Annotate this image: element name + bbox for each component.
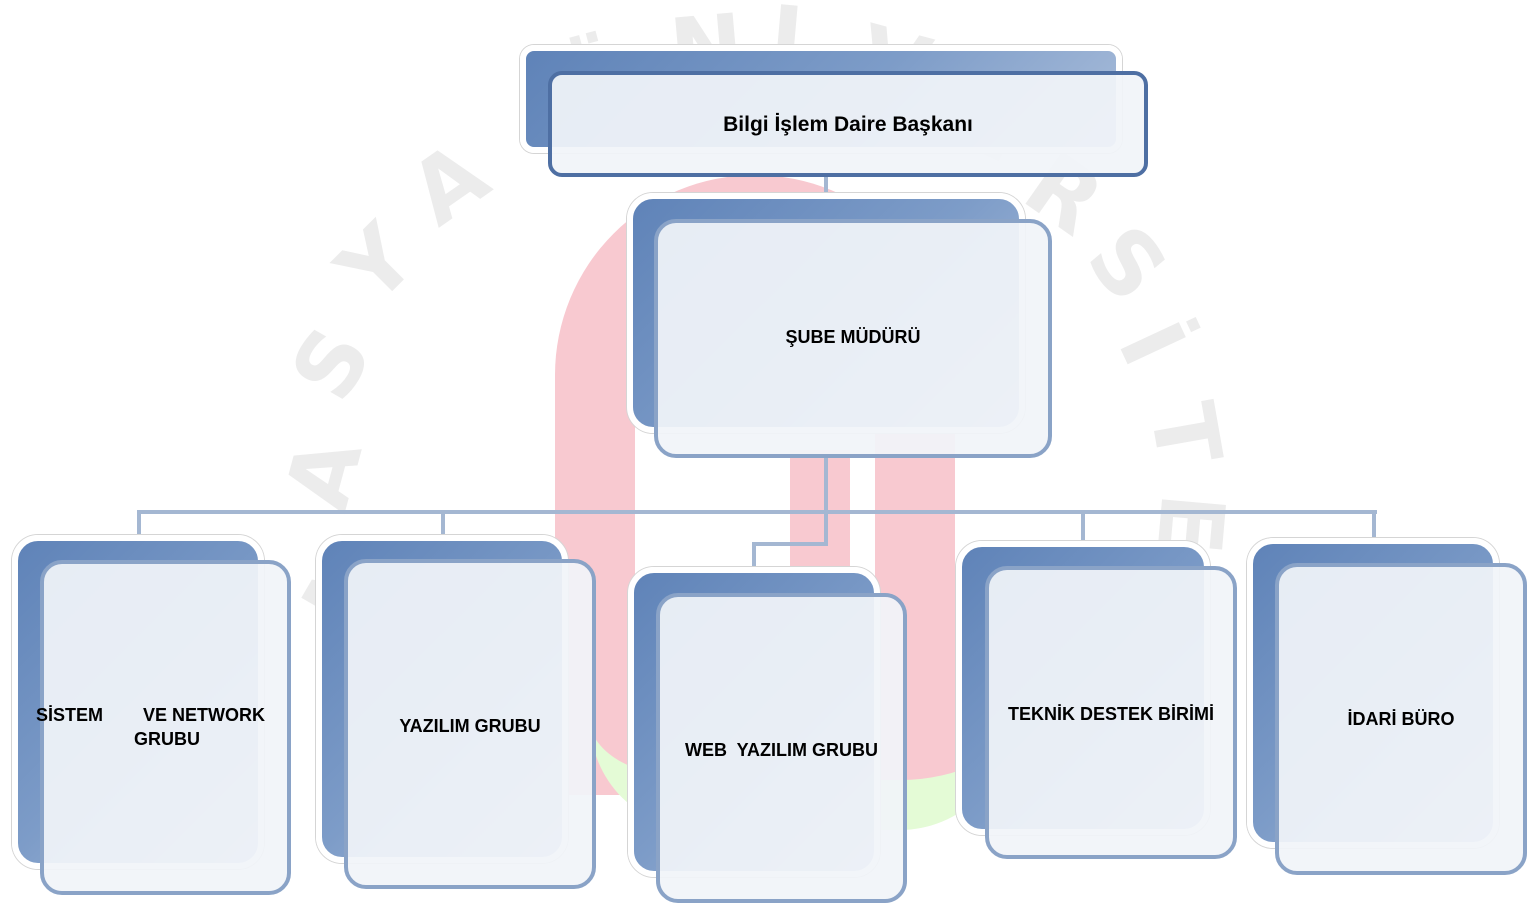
unit-3-label: WEB YAZILIM GRUBU [684,740,878,760]
unit-1-label-line1: SİSTEM VE NETWORK [35,705,266,725]
unit-1-node[interactable]: SİSTEM VE NETWORK GRUBU [36,560,291,895]
connector-drop-unit-2 [441,510,445,542]
connector-horizontal-bus [137,510,1377,514]
unit-3-node[interactable]: WEB YAZILIM GRUBU [656,593,907,903]
unit-1-label-line2: GRUBU [134,729,200,749]
connector-drop-unit-4 [1081,510,1085,546]
manager-node-label: ŞUBE MÜDÜRÜ [785,327,921,347]
unit-4-node[interactable]: TEKNİK DESTEK BİRİMİ [985,566,1237,859]
connector-drop-unit-1 [137,510,141,542]
unit-5-label: İDARİ BÜRO [1347,709,1455,729]
root-node[interactable]: Bilgi İşlem Daire Başkanı [548,71,1148,177]
unit-4-label: TEKNİK DESTEK BİRİMİ [1007,704,1214,724]
connector-web-elbow-h [752,542,828,546]
unit-5-node[interactable]: İDARİ BÜRO [1275,563,1527,875]
connector-drop-unit-3 [752,542,756,574]
unit-2-label: YAZILIM GRUBU [399,716,541,736]
connector-manager-trunk [824,456,828,544]
connector-root-manager [824,176,828,200]
manager-node[interactable]: ŞUBE MÜDÜRÜ [654,219,1052,458]
root-node-label: Bilgi İşlem Daire Başkanı [723,113,973,136]
connector-drop-unit-5 [1372,510,1376,544]
unit-2-node[interactable]: YAZILIM GRUBU [344,559,596,889]
